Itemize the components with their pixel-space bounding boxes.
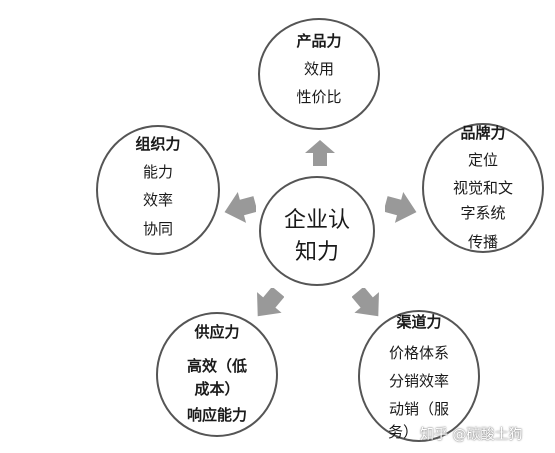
arrow-up-icon	[305, 140, 335, 166]
product-item-1: 效用	[303, 60, 334, 78]
channel-item-2: 分销效率	[388, 372, 449, 390]
supply-item-2: 成本）	[194, 380, 240, 398]
center-label-line-2: 知力	[294, 240, 339, 265]
watermark: 知乎 @碳酸土狗	[420, 427, 523, 443]
org-title: 组织力	[135, 135, 181, 153]
arrow-left-icon	[224, 192, 256, 223]
center-label-line-1: 企业认	[283, 208, 350, 233]
arrow-right-icon	[385, 192, 417, 223]
channel-item-1: 价格体系	[388, 344, 449, 362]
product-circle	[258, 18, 380, 130]
supply-title: 供应力	[194, 323, 240, 341]
channel-title: 渠道力	[396, 313, 442, 331]
channel-circle	[358, 310, 480, 442]
product-item-2: 性价比	[296, 88, 342, 106]
channel-item-3: 动销（服	[388, 400, 449, 418]
org-item-3: 协同	[142, 220, 173, 238]
brand-item-2: 视觉和文	[452, 179, 513, 197]
org-circle	[96, 125, 220, 255]
brand-circle	[422, 123, 544, 253]
brand-title: 品牌力	[460, 124, 506, 142]
channel-item-4: 务）	[387, 423, 418, 441]
supply-circle	[156, 312, 278, 437]
brand-item-4: 传播	[467, 233, 498, 251]
arrow-down-right-icon	[352, 288, 379, 317]
product-title: 产品力	[296, 32, 342, 50]
org-item-2: 效率	[142, 191, 173, 209]
arrow-down-left-icon	[257, 288, 284, 317]
org-item-1: 能力	[142, 163, 173, 181]
supply-item-3: 响应能力	[186, 406, 247, 424]
brand-item-3: 字系统	[460, 204, 506, 222]
brand-item-1: 定位	[467, 151, 498, 169]
center-circle	[259, 176, 375, 286]
supply-item-1: 高效（低	[186, 357, 247, 375]
